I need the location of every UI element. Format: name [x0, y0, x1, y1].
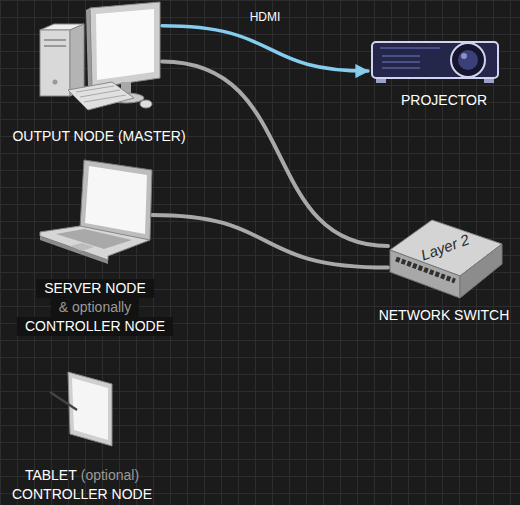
- node-label: CONTROLLER NODE: [12, 486, 152, 502]
- node-label-line: PROJECTOR: [401, 91, 487, 110]
- node-label: CONTROLLER NODE: [25, 318, 165, 334]
- desktop-computer: [40, 2, 160, 110]
- projector-node: PROJECTOR: [368, 38, 502, 84]
- tablet: [50, 372, 112, 446]
- switch-node: Layer 2NETWORK SWITCH: [388, 216, 502, 302]
- projector: [372, 42, 498, 83]
- edge-label: HDMI: [250, 10, 281, 24]
- device-caption: Layer 2: [419, 230, 472, 263]
- laptop-node: SERVER NODE& optionallyCONTROLLER NODE: [38, 158, 152, 258]
- cable-connector: [152, 215, 388, 268]
- node-label-line: & optionally: [51, 298, 139, 317]
- node-label: PROJECTOR: [401, 92, 487, 108]
- node-label-line: CONTROLLER NODE: [17, 317, 173, 336]
- node-label-line: SERVER NODE: [36, 279, 154, 298]
- node-label-line: CONTROLLER NODE: [12, 485, 152, 504]
- tablet-node: TABLET(optional)CONTROLLER NODE: [50, 368, 114, 448]
- node-label: OUTPUT NODE (MASTER): [12, 128, 185, 144]
- node-label-line: TABLET(optional): [25, 466, 139, 485]
- node-label: NETWORK SWITCH: [379, 307, 510, 323]
- desktop-node: OUTPUT NODE (MASTER): [38, 2, 162, 110]
- node-label-line: NETWORK SWITCH: [379, 306, 510, 325]
- network-switch: [390, 220, 502, 298]
- node-label: SERVER NODE: [44, 280, 146, 296]
- node-label: TABLET: [25, 467, 77, 483]
- laptop: [40, 160, 152, 264]
- node-label: & optionally: [59, 299, 131, 315]
- node-label: (optional): [81, 467, 139, 483]
- node-label-line: OUTPUT NODE (MASTER): [12, 127, 185, 146]
